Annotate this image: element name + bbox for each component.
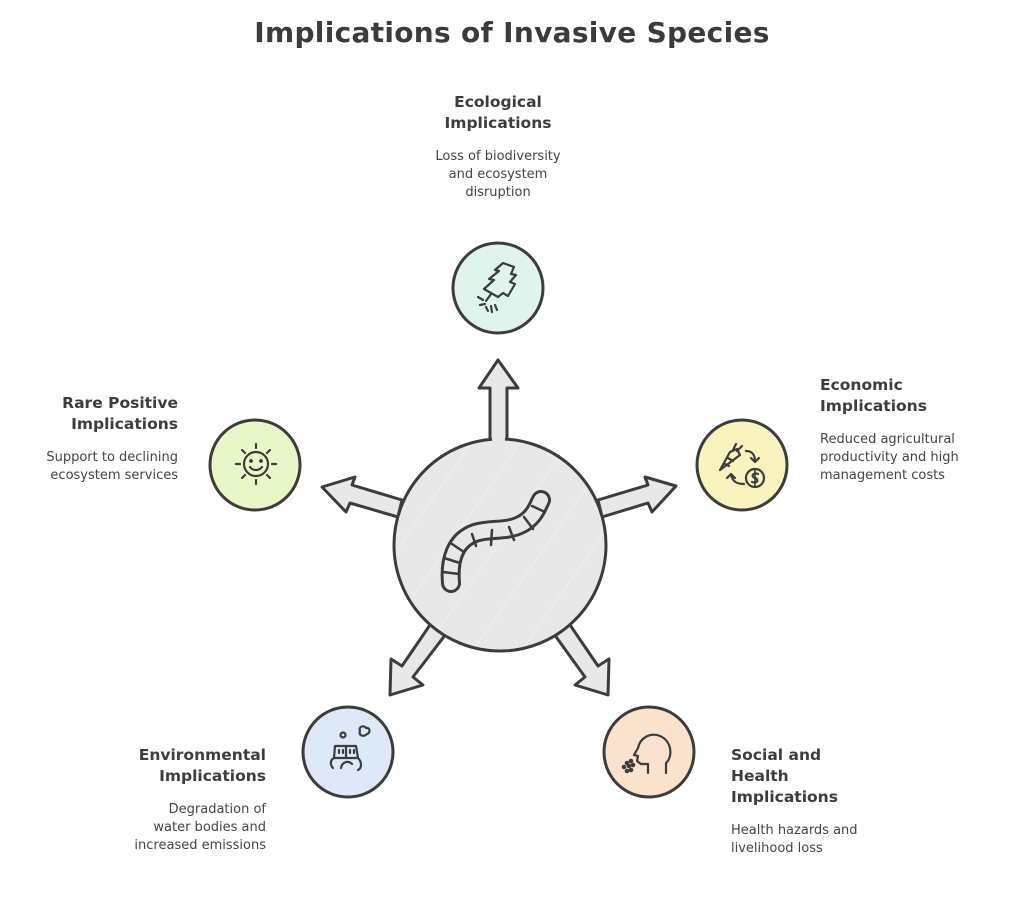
smiling-sun-icon — [234, 442, 278, 486]
environmental-desc-line3: increased emissions — [134, 838, 266, 853]
positive-heading: Rare Positive Implications — [0, 393, 178, 435]
ecological-heading: Ecological Implications — [398, 92, 598, 134]
arrow-to-positive — [320, 475, 404, 519]
economic-heading: Economic Implications — [820, 375, 1020, 417]
ecological-desc-line3: disruption — [465, 185, 531, 200]
environmental-node[interactable] — [301, 705, 395, 799]
social-heading-line1: Social and — [731, 746, 822, 764]
central-hub — [320, 358, 678, 697]
economic-desc-line3: management costs — [820, 468, 945, 483]
environmental-heading-line1: Environmental — [138, 746, 266, 764]
environmental-label: Environmental Implications Degradation o… — [66, 745, 266, 855]
worm-icon — [440, 490, 551, 593]
environmental-heading-line2: Implications — [159, 767, 266, 785]
positive-description: Support to declining ecosystem services — [0, 449, 178, 485]
positive-node[interactable] — [208, 418, 302, 512]
arrow-to-ecological — [477, 358, 520, 442]
economic-heading-line1: Economic — [820, 376, 903, 394]
arrow-to-social — [552, 620, 611, 697]
sick-person-cough-icon — [621, 733, 672, 775]
tree-uprooted-icon — [476, 261, 518, 314]
social-heading-line3: Implications — [731, 788, 838, 806]
social-description: Health hazards and livelihood loss — [731, 822, 931, 858]
ecological-desc-line1: Loss of biodiversity — [435, 149, 561, 164]
factory-pollution-icon — [329, 725, 371, 772]
economic-node[interactable] — [695, 418, 789, 512]
environmental-heading: Environmental Implications — [66, 745, 266, 787]
crop-money-cycle-icon — [718, 442, 766, 489]
social-desc-line1: Health hazards and — [731, 823, 858, 838]
arrow-to-economic — [596, 475, 678, 519]
ecological-heading-line1: Ecological — [454, 93, 542, 111]
social-desc-line2: livelihood loss — [731, 841, 823, 856]
ecological-heading-line2: Implications — [444, 114, 552, 132]
environmental-description: Degradation of water bodies and increase… — [66, 801, 266, 855]
positive-heading-line1: Rare Positive — [62, 394, 178, 412]
positive-heading-line2: Implications — [71, 415, 178, 433]
positive-desc-line2: ecosystem services — [50, 468, 178, 483]
social-label: Social and Health Implications Health ha… — [731, 745, 931, 858]
social-node[interactable] — [602, 705, 696, 799]
economic-desc-line1: Reduced agricultural — [820, 432, 955, 447]
social-heading: Social and Health Implications — [731, 745, 931, 808]
environmental-desc-line2: water bodies and — [153, 820, 266, 835]
economic-desc-line2: productivity and high — [820, 450, 959, 465]
ecological-desc-line2: and ecosystem — [448, 167, 548, 182]
economic-label: Economic Implications Reduced agricultur… — [820, 375, 1020, 485]
economic-heading-line2: Implications — [820, 397, 927, 415]
ecological-label: Ecological Implications Loss of biodiver… — [398, 92, 598, 202]
ecological-node[interactable] — [451, 241, 545, 335]
ecological-description: Loss of biodiversity and ecosystem disru… — [398, 148, 598, 202]
social-heading-line2: Health — [731, 767, 789, 785]
positive-label: Rare Positive Implications Support to de… — [0, 393, 178, 485]
environmental-desc-line1: Degradation of — [168, 802, 266, 817]
positive-desc-line1: Support to declining — [46, 450, 178, 465]
diagram-title: Implications of Invasive Species — [254, 16, 770, 49]
economic-description: Reduced agricultural productivity and hi… — [820, 431, 1020, 485]
arrow-to-environmental — [388, 620, 448, 697]
